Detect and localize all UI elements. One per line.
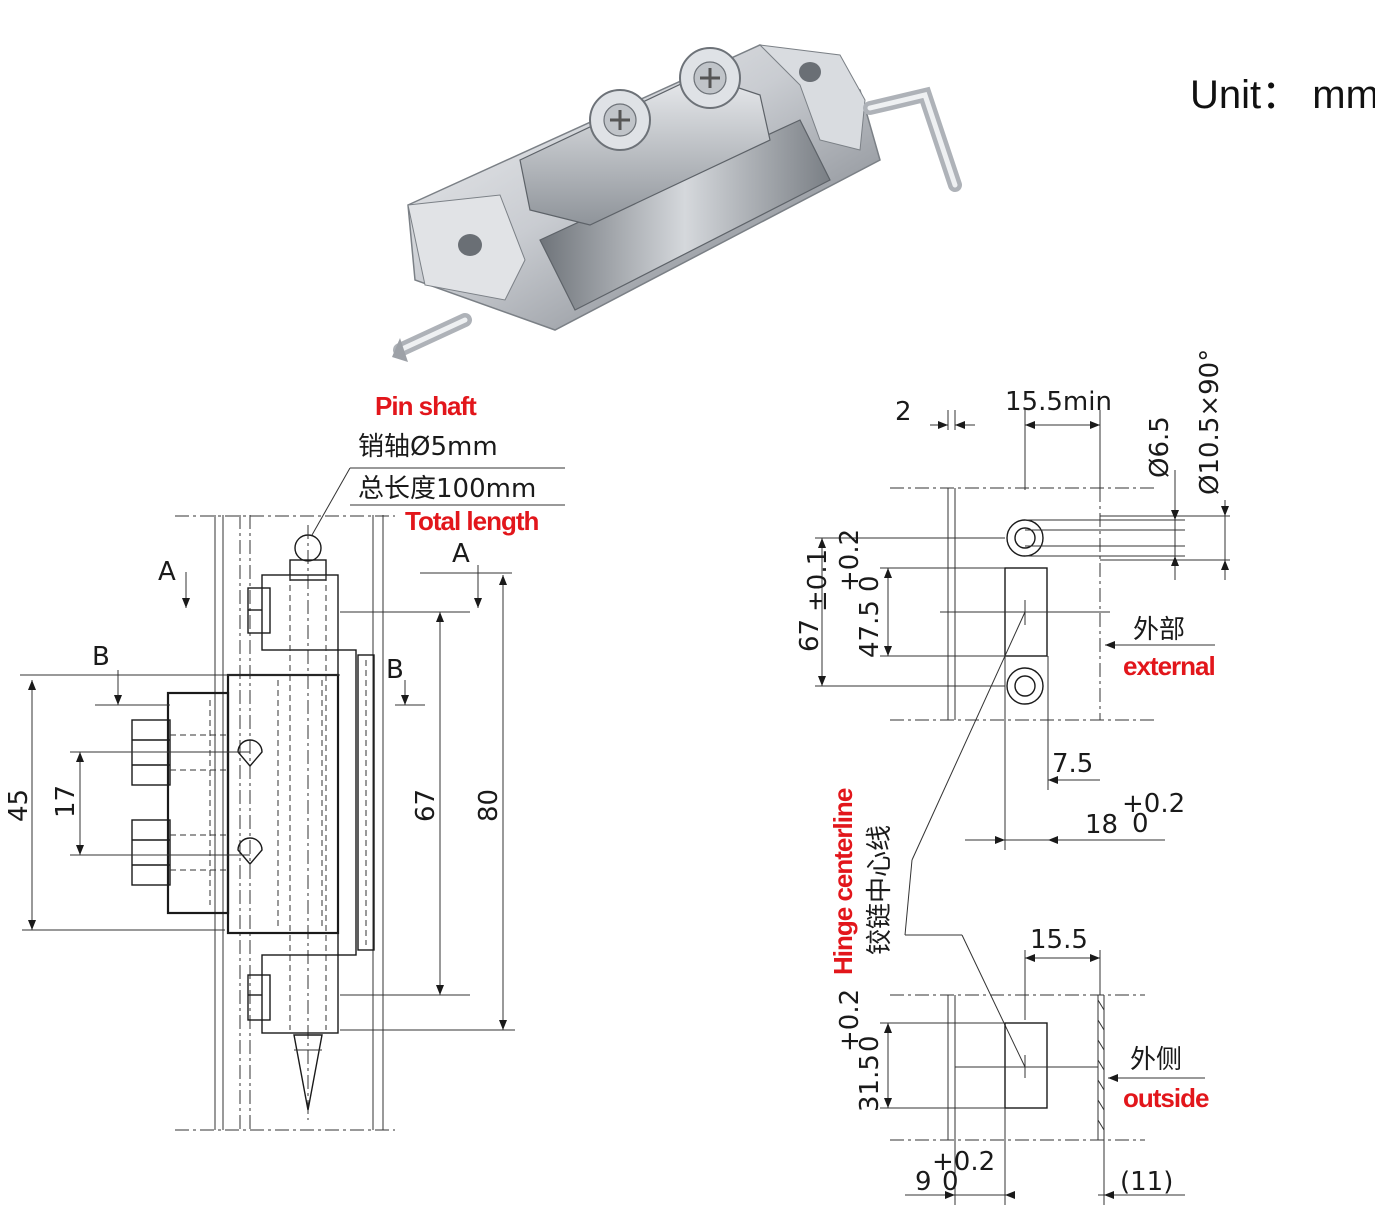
dim-9: 9 (915, 1167, 932, 1197)
tol-47-5-lower: 0 (855, 575, 885, 592)
dim-diameter-6-5: Ø6.5 (1145, 416, 1175, 478)
section-b-right: B (386, 655, 404, 685)
right-top-view (815, 410, 1230, 1068)
hinge-centerline-label: Hinge centerline (828, 788, 858, 975)
dim-7-5: 7.5 (1052, 749, 1093, 779)
total-length-cn-label: 总长度100mm (358, 474, 536, 504)
dim-18: 18 (1085, 810, 1118, 840)
right-bottom-view (880, 950, 1205, 1205)
tol-18-upper: +0.2 (1122, 789, 1185, 819)
left-elevation-view (20, 467, 565, 1131)
pin-diameter-label: 销轴Ø5mm (358, 432, 498, 462)
section-a-left: A (158, 557, 176, 587)
tol-18-lower: 0 (1132, 809, 1149, 839)
external-cn-label: 外部 (1133, 615, 1185, 645)
dim-15-5: 15.5 (1030, 925, 1088, 955)
external-label: external (1123, 651, 1215, 681)
tol-67: ±0.1 (803, 549, 833, 612)
dim-2: 2 (895, 397, 912, 427)
outside-label: outside (1123, 1083, 1209, 1113)
dim-45: 45 (4, 789, 34, 822)
pin-shaft-label: Pin shaft (375, 391, 477, 421)
dim-17: 17 (51, 785, 81, 818)
dim-31-5: 31.5 (855, 1054, 885, 1112)
dim-diameter-10-5: Ø10.5×90° (1195, 349, 1225, 495)
hinge-product-image (392, 44, 962, 362)
dim-67-right: 67 (795, 619, 825, 652)
dim-80: 80 (474, 789, 504, 822)
dim-67: 67 (411, 789, 441, 822)
tol-9-lower: 0 (942, 1167, 959, 1197)
dim-47-5: 47.5 (855, 600, 885, 658)
tol-9-upper: +0.2 (932, 1147, 995, 1177)
dim-15-5-min: 15.5min (1005, 387, 1112, 417)
unit-label: Unit： mm (1190, 73, 1375, 117)
outside-cn-label: 外侧 (1130, 1045, 1182, 1075)
tol-31-5-upper: +0.2 (835, 989, 865, 1052)
tol-31-5-lower: 0 (855, 1035, 885, 1052)
section-a-right: A (452, 539, 470, 569)
total-length-label: Total length (405, 506, 539, 536)
tol-47-5-upper: +0.2 (835, 529, 865, 592)
dim-11: (11) (1120, 1167, 1173, 1197)
hinge-centerline-cn-label: 铰链中心线 (865, 825, 895, 955)
section-b-left: B (92, 642, 110, 672)
